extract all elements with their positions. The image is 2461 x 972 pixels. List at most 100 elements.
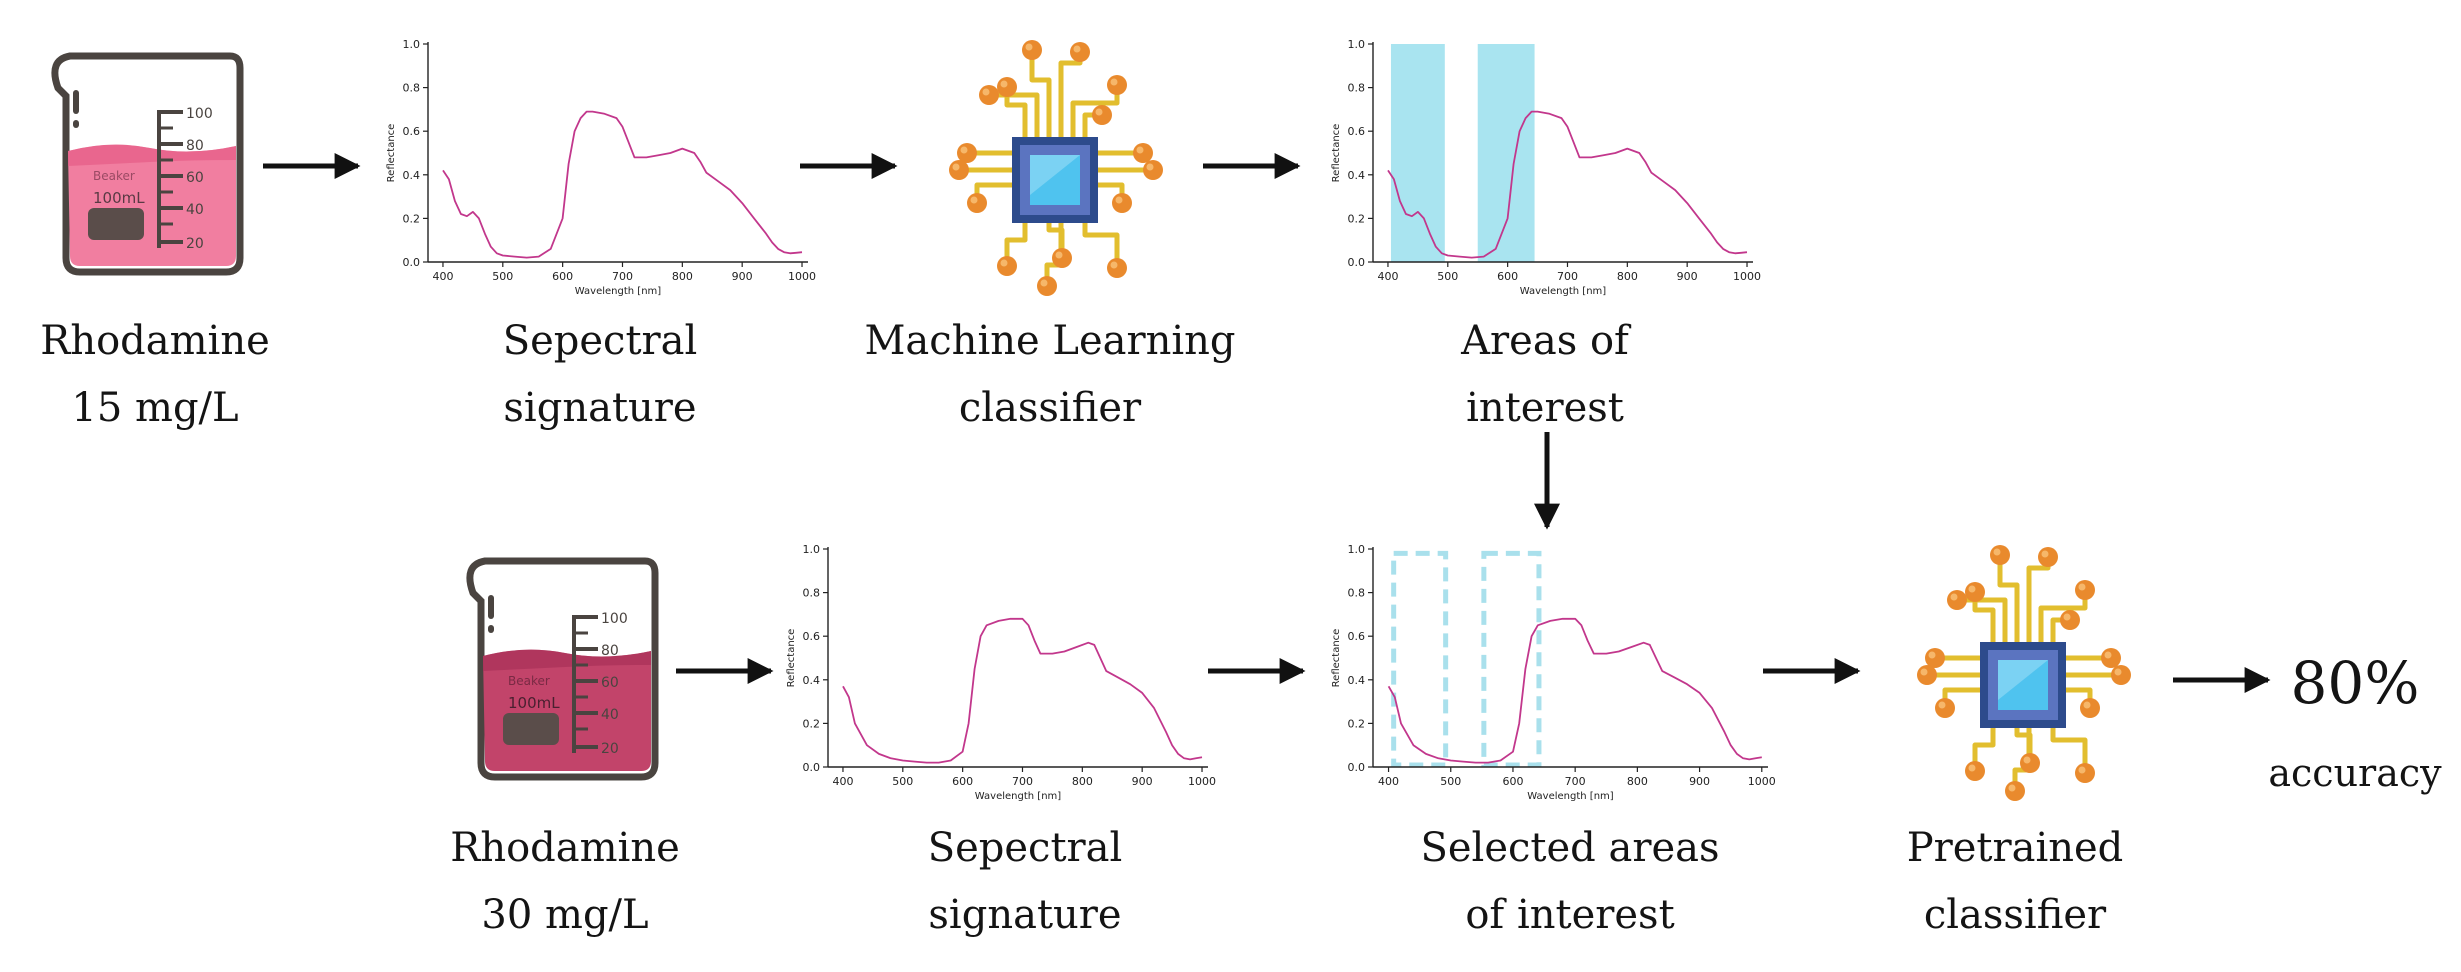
chip-trace xyxy=(2012,702,2032,788)
chip-trace xyxy=(1997,558,2020,648)
chip-node-highlight xyxy=(1938,701,1946,709)
chip-node-highlight xyxy=(960,146,968,154)
chip-trace xyxy=(1004,90,1028,143)
chip-node xyxy=(1965,761,1985,781)
chip-node-highlight xyxy=(2023,756,2031,764)
chip-node-highlight xyxy=(1095,108,1103,116)
chip-node-highlight xyxy=(2063,613,2071,621)
caption-line: classifier xyxy=(958,385,1142,431)
chip-node-highlight xyxy=(2083,701,2091,709)
chip-node xyxy=(1143,160,1163,180)
caption-rhodamine-30: Rhodamine 30 mg/L xyxy=(440,815,690,949)
chip-node xyxy=(1092,105,1112,125)
beaker-scale-label: 100 xyxy=(601,611,628,627)
y-tick-label: 1.0 xyxy=(803,543,821,556)
roi-band-outline xyxy=(1481,550,1542,768)
x-axis-label: Wavelength [nm] xyxy=(575,286,661,297)
x-tick-label: 600 xyxy=(552,270,573,283)
roi-band-outline xyxy=(1391,550,1449,768)
x-axis-label: Wavelength [nm] xyxy=(1520,286,1606,297)
caption-line: Rhodamine xyxy=(450,825,680,871)
caption-line: 15 mg/L xyxy=(71,385,239,431)
caption-line: Sepectral xyxy=(502,318,698,364)
caption-line: 30 mg/L xyxy=(481,892,649,938)
chip-node-highlight xyxy=(1993,548,2001,556)
x-tick-label: 400 xyxy=(1378,775,1399,788)
chip-node xyxy=(1935,698,1955,718)
chip-node-highlight xyxy=(1146,163,1154,171)
chip-trace xyxy=(1070,88,1120,143)
x-tick-label: 800 xyxy=(1627,775,1648,788)
chip-node-highlight xyxy=(1968,764,1976,772)
chip-trace xyxy=(1044,197,1064,283)
caption-line: interest xyxy=(1466,385,1624,431)
y-axis-label: Reflectance xyxy=(1331,124,1342,183)
chip-node-highlight xyxy=(1040,279,1048,287)
x-tick-label: 1000 xyxy=(788,270,816,283)
chip-node xyxy=(2080,698,2100,718)
y-tick-label: 0.4 xyxy=(803,674,821,687)
beaker-icon: 100 80 60 40 20 Beaker 100mL xyxy=(51,52,244,276)
chip-trace xyxy=(992,92,1040,143)
chip-node-highlight xyxy=(952,163,960,171)
y-tick-label: 0.4 xyxy=(1348,674,1366,687)
beaker-scale-label: 100 xyxy=(186,106,213,122)
y-tick-label: 1.0 xyxy=(1348,543,1366,556)
x-tick-label: 500 xyxy=(492,270,513,283)
chip-node-highlight xyxy=(1115,196,1123,204)
chip-trace xyxy=(1972,595,1996,648)
x-tick-label: 500 xyxy=(892,775,913,788)
beaker-scale-label: 40 xyxy=(601,707,619,723)
y-axis-label: Reflectance xyxy=(1331,629,1342,688)
spectrum-line xyxy=(1387,617,1762,764)
y-tick-label: 0.6 xyxy=(1348,125,1366,138)
x-tick-label: 700 xyxy=(1012,775,1033,788)
x-tick-label: 1000 xyxy=(1188,775,1216,788)
beaker-scale-label: 20 xyxy=(186,236,204,252)
x-tick-label: 400 xyxy=(1377,270,1398,283)
chip-node xyxy=(2005,781,2025,801)
x-tick-label: 900 xyxy=(1677,270,1698,283)
beaker-brand: Beaker xyxy=(93,169,135,183)
caption-line: Machine Learning xyxy=(864,318,1236,364)
caption-line: Rhodamine xyxy=(40,318,270,364)
chip-core-inner xyxy=(1998,660,2048,710)
y-tick-label: 0.0 xyxy=(1348,256,1366,269)
chip-node xyxy=(2020,753,2040,773)
beaker-volume: 100mL xyxy=(508,694,560,712)
chip-node xyxy=(1112,193,1132,213)
x-tick-label: 1000 xyxy=(1733,270,1761,283)
chip-shine xyxy=(1998,660,2048,700)
y-axis-label: Reflectance xyxy=(786,629,797,688)
chip-node xyxy=(957,143,977,163)
y-tick-label: 0.0 xyxy=(803,761,821,774)
beaker-scale-label: 80 xyxy=(601,643,619,659)
beaker-scale-label: 20 xyxy=(601,741,619,757)
caption-ml-classifier: Machine Learning classifier xyxy=(860,308,1240,442)
beaker-icon: 100 80 60 40 20 Beaker 100mL xyxy=(466,557,659,781)
x-tick-label: 700 xyxy=(1565,775,1586,788)
chip-node-highlight xyxy=(2104,651,2112,659)
x-tick-label: 800 xyxy=(672,270,693,283)
y-tick-label: 0.4 xyxy=(403,169,421,182)
y-tick-label: 0.4 xyxy=(1348,169,1366,182)
caption-line: signature xyxy=(503,385,697,431)
chip-node xyxy=(2038,547,2058,567)
chip-node xyxy=(1917,665,1937,685)
chip-node xyxy=(1990,545,2010,565)
beaker-brand: Beaker xyxy=(508,674,550,688)
caption-line: Pretrained xyxy=(1906,825,2124,871)
chip-node xyxy=(1052,248,1072,268)
chip-node-highlight xyxy=(1073,45,1081,53)
chip-trace xyxy=(1960,597,2008,648)
y-tick-label: 0.2 xyxy=(803,717,821,730)
caption-pretrained-classifier: Pretrained classifier xyxy=(1880,815,2150,949)
chip-node xyxy=(2101,648,2121,668)
x-tick-label: 700 xyxy=(1557,270,1578,283)
caption-line: classifier xyxy=(1923,892,2107,938)
x-tick-label: 600 xyxy=(1502,775,1523,788)
caption-line: Selected areas xyxy=(1420,825,1720,871)
